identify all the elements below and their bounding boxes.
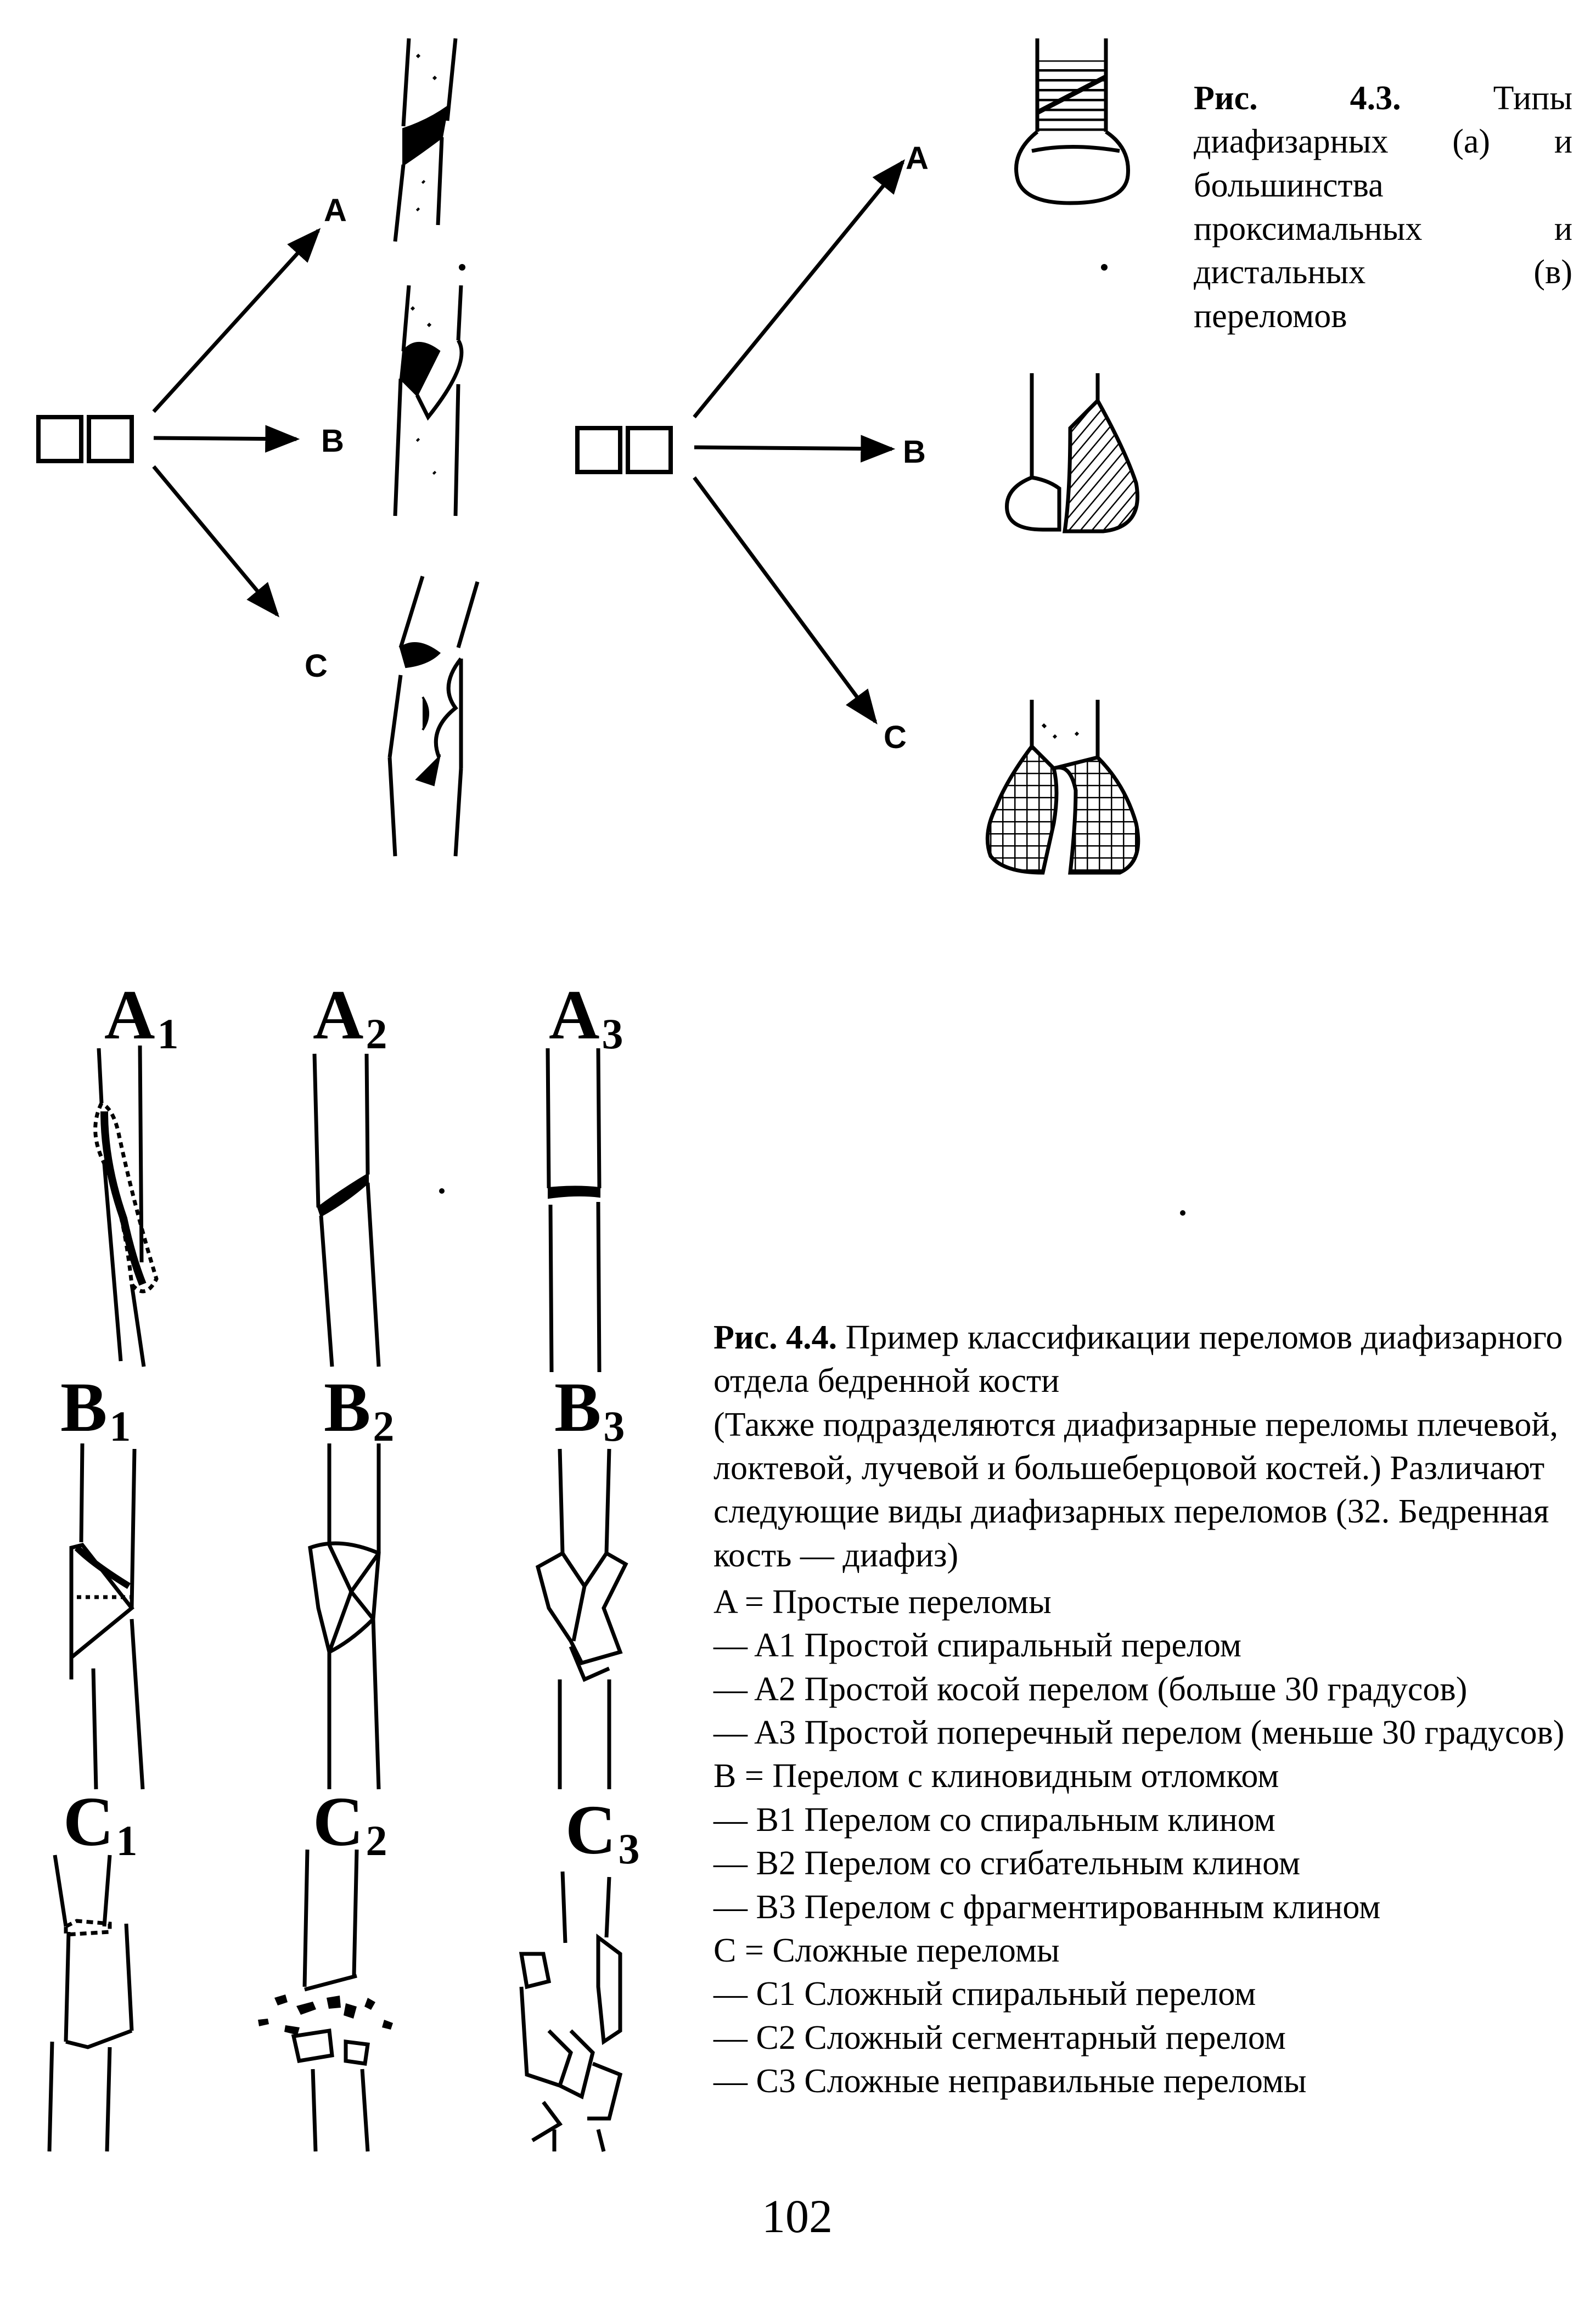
bone-b2-drawing bbox=[308, 1443, 381, 1790]
figure-4-4-caption-label: Рис. 4.4. bbox=[713, 1319, 838, 1356]
list-item: — A1 Простой спиральный перелом bbox=[713, 1627, 1242, 1665]
list-item: — A2 Простой косой перелом (больше 30 гр… bbox=[713, 1670, 1468, 1708]
grade-label-b2: B2 bbox=[324, 1368, 395, 1450]
distal-type-c-drawing bbox=[985, 700, 1140, 875]
list-item: — A3 Простой поперечный перелом (меньше … bbox=[713, 1714, 1565, 1752]
list-item: — C1 Сложный спиральный перелом bbox=[713, 1975, 1256, 2013]
list-item: — B2 Перелом со сгибательным клином bbox=[713, 1845, 1301, 1883]
figure-4-3-caption-label: Рис. 4.3. bbox=[1194, 80, 1401, 117]
grade-label-c2: C2 bbox=[313, 1783, 387, 1864]
grade-label-c3: C3 bbox=[565, 1791, 640, 1873]
list-item: — B1 Перелом со спиральным клином bbox=[713, 1801, 1275, 1839]
list-item: — C3 Сложные неправильные переломы bbox=[713, 2062, 1307, 2100]
figure-4-4-caption-title: Пример классификации переломов диафизарн… bbox=[713, 1319, 1563, 1400]
left-arrow-label-a: A bbox=[324, 193, 347, 228]
right-bone-segments-box bbox=[575, 426, 673, 474]
list-item: C = Сложные переломы bbox=[713, 1931, 1060, 1969]
figure-4-3-caption-text: Типы диафизарных (а) и большинства прокс… bbox=[1194, 80, 1572, 335]
figure-4-4-caption: Рис. 4.4. Пример классификации переломов… bbox=[713, 1316, 1570, 1577]
bone-c1-drawing bbox=[47, 1855, 134, 2152]
grade-label-b1: B1 bbox=[60, 1368, 131, 1450]
figure-4-3-caption: Рис. 4.3. Типы диафизарных (а) и большин… bbox=[1194, 77, 1572, 338]
right-arrow-label-c: C bbox=[884, 720, 907, 755]
bone-c2-drawing bbox=[258, 1849, 393, 2152]
distal-type-a-drawing bbox=[1014, 38, 1130, 205]
diaphysis-type-b-drawing bbox=[393, 285, 464, 516]
diaphysis-type-a-drawing bbox=[393, 38, 458, 242]
grade-label-c1: C1 bbox=[63, 1783, 138, 1864]
bone-b3-drawing bbox=[535, 1448, 628, 1789]
fracture-classification-list: A = Простые переломы — A1 Простой спирал… bbox=[713, 1581, 1581, 2103]
left-bone-segments-box bbox=[36, 415, 134, 463]
right-arrow-label-b: B bbox=[903, 434, 926, 470]
list-item: B = Перелом с клиновидным отломком bbox=[713, 1757, 1279, 1795]
list-item: A = Простые переломы bbox=[713, 1583, 1052, 1621]
right-arrow-label-a: A bbox=[906, 141, 929, 176]
grade-label-a2: A2 bbox=[313, 976, 387, 1058]
bone-c3-drawing bbox=[519, 1871, 623, 2152]
grade-label-a1: A1 bbox=[104, 976, 179, 1058]
bone-b1-drawing bbox=[69, 1443, 145, 1790]
bone-a1-drawing bbox=[93, 1045, 159, 1367]
grade-label-a3: A3 bbox=[549, 976, 623, 1058]
left-arrow-label-c: C bbox=[305, 648, 328, 684]
list-item: — C2 Сложный сегментарный перелом bbox=[713, 2019, 1286, 2056]
distal-type-b-drawing bbox=[1005, 373, 1139, 533]
bone-a2-drawing bbox=[312, 1053, 381, 1367]
right-arrows bbox=[693, 159, 905, 725]
figure-4-4-caption-note: (Также подразделяются диафизарные перело… bbox=[713, 1406, 1559, 1574]
list-item: — B3 Перелом с фрагментированным клином bbox=[713, 1888, 1381, 1926]
left-arrow-label-b: B bbox=[321, 423, 344, 459]
grade-label-b3: B3 bbox=[554, 1368, 625, 1450]
page-number: 102 bbox=[762, 2190, 833, 2243]
diaphysis-type-c-drawing bbox=[387, 575, 480, 857]
bone-a3-drawing bbox=[546, 1048, 602, 1373]
left-arrows bbox=[152, 228, 321, 617]
